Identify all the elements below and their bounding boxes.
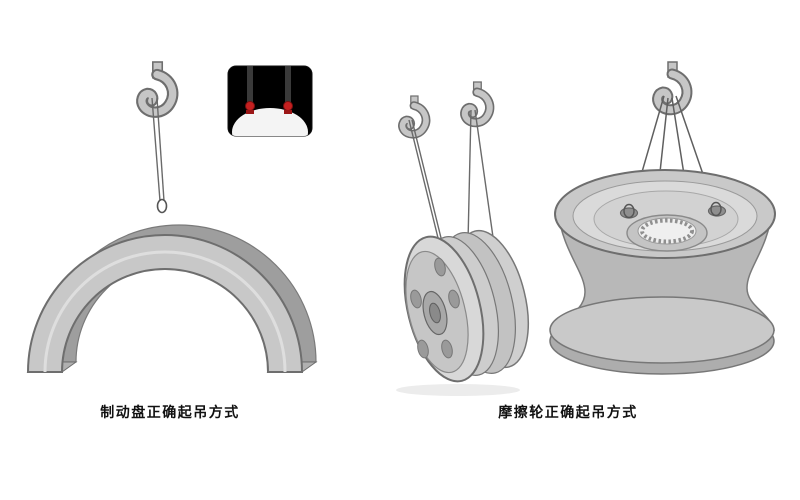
sling-rope	[408, 109, 494, 247]
inset-sling-bar	[247, 66, 253, 108]
rim-spoke-hole	[441, 339, 453, 359]
wheel-bore-teeth	[640, 218, 694, 244]
inset-red-clamp-icon	[283, 101, 293, 111]
friction-wheel-figure	[549, 62, 776, 375]
rim-hub-bore	[429, 302, 441, 324]
rim-spoke-hole	[410, 289, 422, 309]
shackle-icon	[156, 198, 168, 214]
rim-spoke-hole	[417, 339, 429, 359]
sling-rope	[151, 97, 168, 214]
inset-detail-photo	[227, 65, 313, 137]
shackle-icon	[623, 203, 635, 219]
rim-spoke-hole	[434, 257, 446, 277]
crane-hook-icon	[465, 82, 490, 123]
inset-sling-bar	[285, 66, 291, 108]
inset-red-clamp-base	[284, 110, 292, 114]
rim-spoke-hole	[448, 289, 460, 309]
shackle-icon	[710, 201, 722, 217]
brake-disc-figure	[26, 62, 318, 373]
brake-disc-caption: 制动盘正确起吊方式	[100, 405, 240, 421]
brake-disc-highlight	[43, 250, 287, 373]
inset-red-clamp-icon	[245, 101, 255, 111]
inset-white-dome	[232, 108, 308, 136]
wheel-bottom-flange	[549, 296, 775, 364]
wheel-lifting-hole	[619, 207, 639, 219]
brake-disc-front-face	[26, 234, 304, 373]
inset-red-clamp-base	[246, 110, 254, 114]
friction-wheel-caption: 摩擦轮正确起吊方式	[498, 405, 638, 421]
rim-shadow	[396, 384, 520, 396]
rim-wheel-figure	[396, 82, 529, 396]
